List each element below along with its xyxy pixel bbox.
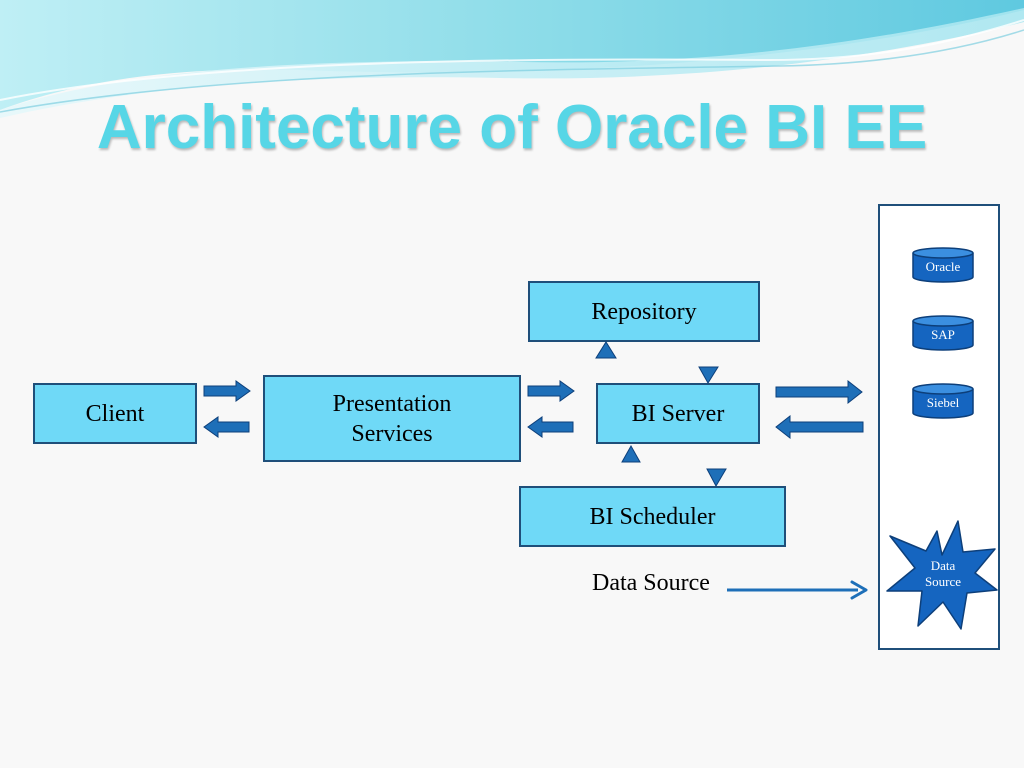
repository-to-biserver-arrow xyxy=(698,366,719,384)
header-wave-decoration xyxy=(0,0,1024,118)
siebel-database-icon: Siebel xyxy=(912,383,974,419)
siebel-label: Siebel xyxy=(926,395,960,410)
bi-server-label: BI Server xyxy=(631,400,725,427)
bi-server-box: BI Server xyxy=(596,383,760,444)
data-source-pointer-arrow xyxy=(727,580,868,600)
biserver-to-presentation-arrow xyxy=(527,416,574,438)
bi-scheduler-label: BI Scheduler xyxy=(589,503,716,530)
client-to-presentation-arrow xyxy=(203,380,251,402)
scheduler-to-biserver-arrow xyxy=(621,444,641,463)
biserver-to-datasources-arrow xyxy=(775,379,863,405)
data-source-pointer-label: Data Source xyxy=(592,570,710,596)
presentation-services-label: Presentation Services xyxy=(332,390,452,447)
sap-database-icon: SAP xyxy=(912,315,974,351)
slide-title: Architecture of Oracle BI EE xyxy=(96,93,928,162)
presentation-to-biserver-arrow xyxy=(527,380,575,402)
biserver-to-scheduler-arrow xyxy=(706,468,727,488)
oracle-database-icon: Oracle xyxy=(912,247,974,283)
presentation-services-box: Presentation Services xyxy=(263,375,521,462)
presentation-to-client-arrow xyxy=(203,416,250,438)
bi-scheduler-box: BI Scheduler xyxy=(519,486,786,547)
sap-label: SAP xyxy=(931,327,955,342)
data-source-star-label: Data Source xyxy=(924,558,962,589)
client-label: Client xyxy=(85,400,145,427)
client-box: Client xyxy=(33,383,197,444)
repository-label: Repository xyxy=(591,298,697,325)
repository-box: Repository xyxy=(528,281,760,342)
datasources-to-biserver-arrow xyxy=(775,414,864,440)
biserver-to-repository-arrow xyxy=(595,341,617,359)
oracle-label: Oracle xyxy=(925,259,961,274)
